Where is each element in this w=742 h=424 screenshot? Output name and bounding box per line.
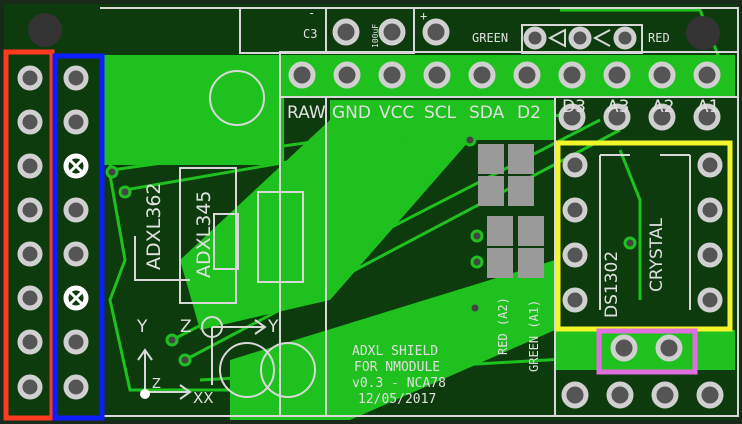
- capacitor-pad: [378, 18, 406, 46]
- cap-plus-label: +: [420, 9, 427, 23]
- info-line: ADXL SHIELD: [352, 344, 438, 359]
- crystal-label: CRYSTAL: [647, 218, 667, 292]
- led-green-label: GREEN: [472, 31, 508, 45]
- bottom-header-pad: [561, 381, 589, 409]
- pin-label-d2: D2: [517, 103, 541, 123]
- axis-xx-label: XX: [193, 389, 214, 407]
- cap-ref-label: C3: [303, 27, 317, 41]
- led-green-a1-label: GREEN (A1): [527, 300, 541, 372]
- rtc-pad: [562, 152, 588, 178]
- highlight-blue-header: [52, 53, 105, 421]
- second-header-pad: [63, 65, 89, 91]
- silkscreen-outlines: [100, 7, 739, 417]
- left-header-pad: [17, 153, 43, 179]
- info-line: 12/05/2017: [358, 392, 436, 407]
- left-header-pad: [17, 109, 43, 135]
- capacitor-pad: [332, 18, 360, 46]
- header-pad: [693, 103, 721, 131]
- rtc-pad: [562, 197, 588, 223]
- mounting-hole: [686, 16, 720, 50]
- left-header-pad: [17, 374, 43, 400]
- top-header-pad: [513, 61, 541, 89]
- axis-z2-label: Z: [152, 377, 161, 392]
- second-header-pad: [63, 153, 89, 179]
- bottom-header-pad: [696, 381, 724, 409]
- cross-mark-icon: [67, 157, 85, 175]
- highlight-magenta-crystal: [596, 328, 698, 375]
- led-red-a2-label: RED (A2): [496, 297, 510, 355]
- pin-label-vcc: VCC: [379, 103, 414, 123]
- top-header-pad: [558, 61, 586, 89]
- ds1302-label: DS1302: [602, 251, 622, 318]
- cross-mark-icon: [67, 289, 85, 307]
- pin-label-d3: D3: [562, 97, 586, 117]
- cap-value-label: 100uF: [371, 24, 380, 48]
- rtc-pad: [562, 242, 588, 268]
- header-labels: RAW GND VCC SCL SDA D2 D3 A3 A2 A1: [287, 97, 719, 123]
- cap-minus-label: -: [308, 6, 315, 20]
- left-header-pad: [17, 329, 43, 355]
- second-header-pad: [63, 374, 89, 400]
- rtc-pad: [697, 152, 723, 178]
- bottom-header-pad: [651, 381, 679, 409]
- through-hole-pads: [17, 18, 724, 409]
- info-block: ADXL SHIELD FOR NMODULE v0.3 - NCA78 12/…: [352, 344, 446, 407]
- capacitor-plus-pad: [422, 18, 450, 46]
- axis-z-label: Z: [180, 317, 192, 337]
- pin-label-a2: A2: [652, 97, 674, 117]
- header-pad: [558, 103, 586, 131]
- vias: [105, 133, 637, 367]
- header-pad: [603, 103, 631, 131]
- top-header-pad: [333, 61, 361, 89]
- adxl345-label: ADXL345: [193, 191, 215, 279]
- bottom-header-pad: [606, 381, 634, 409]
- info-line: FOR NMODULE: [354, 360, 440, 375]
- pin-label-a3: A3: [607, 97, 629, 117]
- led-red-label: RED: [648, 31, 670, 45]
- left-header-pad: [17, 197, 43, 223]
- second-header-pad: [63, 285, 89, 311]
- smd-pads: [478, 144, 544, 278]
- axis-y2-label: Y: [267, 317, 279, 337]
- rtc-pad: [697, 242, 723, 268]
- second-header-pad: [63, 197, 89, 223]
- second-header-pad: [63, 329, 89, 355]
- pin-label-a1: A1: [697, 97, 719, 117]
- adxl362-label: ADXL362: [143, 183, 165, 271]
- second-header-pad: [63, 241, 89, 267]
- left-header-pad: [17, 285, 43, 311]
- top-header-pad: [648, 61, 676, 89]
- left-header-pad: [17, 65, 43, 91]
- rtc-pad: [697, 197, 723, 223]
- rtc-pad: [697, 287, 723, 313]
- led-pad: [523, 26, 547, 50]
- pin-label-raw: RAW: [287, 103, 326, 123]
- pin-label-sda: SDA: [469, 103, 505, 123]
- header-pad: [648, 103, 676, 131]
- top-header-pad: [693, 61, 721, 89]
- axis-y-label: Y: [136, 317, 148, 337]
- pin-label-scl: SCL: [424, 103, 457, 123]
- left-header-pad: [17, 241, 43, 267]
- top-header-pad: [288, 61, 316, 89]
- mounting-hole: [28, 13, 62, 47]
- top-header-pad: [603, 61, 631, 89]
- rtc-pad: [562, 287, 588, 313]
- led-pad: [568, 26, 592, 50]
- crystal-pad: [610, 334, 638, 362]
- highlight-red-header: [3, 49, 55, 421]
- info-line: v0.3 - NCA78: [352, 376, 446, 391]
- led-pad: [613, 26, 637, 50]
- second-header-pad: [63, 109, 89, 135]
- crystal-pad: [655, 334, 683, 362]
- top-header-pad: [378, 61, 406, 89]
- top-header-pad: [423, 61, 451, 89]
- pin-label-gnd: GND: [332, 103, 371, 123]
- top-header-pad: [468, 61, 496, 89]
